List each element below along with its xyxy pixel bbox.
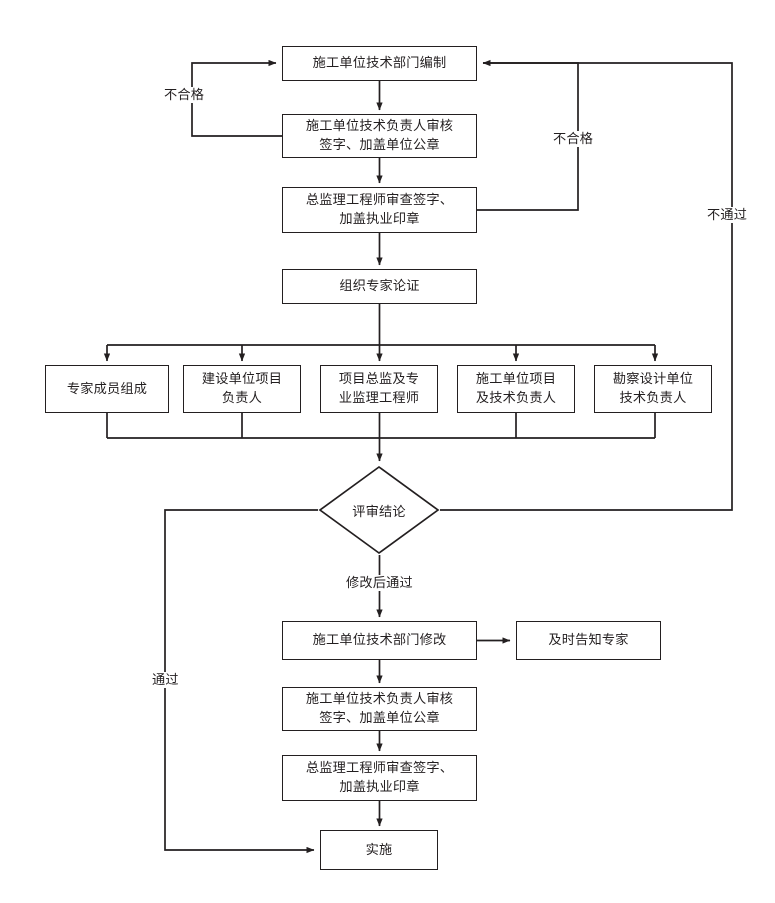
edge-label-unqualified-left: 不合格 <box>162 87 207 103</box>
node-organize-expert-review[interactable]: 组织专家论证 <box>282 269 477 304</box>
node-label: 勘察设计单位 技术负责人 <box>612 371 694 405</box>
node-expert-members-composition[interactable]: 专家成员组成 <box>45 365 169 413</box>
edge-label-not-passed: 不通过 <box>705 207 750 223</box>
node-label: 专家成员组成 <box>66 380 148 396</box>
node-label: 组织专家论证 <box>339 278 420 294</box>
node-label: 施工单位技术负责人审核 签字、加盖单位公章 <box>305 691 454 725</box>
node-label: 项目总监及专 业监理工程师 <box>338 371 420 405</box>
node-chief-supervisor-review-2[interactable]: 总监理工程师审查签字、 加盖执业印章 <box>282 755 477 801</box>
edge-not-passed-loop <box>440 62 733 511</box>
edge-label-unqualified-right: 不合格 <box>551 131 596 147</box>
node-label: 施工单位技术部门修改 <box>312 632 447 648</box>
node-label: 施工单位技术负责人审核 签字、加盖单位公章 <box>305 118 454 152</box>
decision-review-conclusion[interactable]: 评审结论 <box>318 465 440 555</box>
node-contractor-project-tech-lead[interactable]: 施工单位项目 及技术负责人 <box>457 365 575 413</box>
decision-label: 评审结论 <box>352 503 406 519</box>
node-label: 施工单位技术部门编制 <box>312 55 447 71</box>
edge-label-passed-after-revision: 修改后通过 <box>344 575 415 591</box>
node-survey-design-tech-lead[interactable]: 勘察设计单位 技术负责人 <box>594 365 712 413</box>
node-chief-supervisor-review-1[interactable]: 总监理工程师审查签字、 加盖执业印章 <box>282 187 477 233</box>
node-notify-experts-promptly[interactable]: 及时告知专家 <box>516 621 661 660</box>
node-construction-tech-lead-review-2[interactable]: 施工单位技术负责人审核 签字、加盖单位公章 <box>282 687 477 731</box>
node-label: 建设单位项目 负责人 <box>201 371 283 405</box>
node-label: 施工单位项目 及技术负责人 <box>475 371 557 405</box>
node-construction-tech-dept-prepare[interactable]: 施工单位技术部门编制 <box>282 46 477 81</box>
node-label: 及时告知专家 <box>548 632 629 648</box>
node-label: 总监理工程师审查签字、 加盖执业印章 <box>305 192 454 226</box>
node-construction-tech-lead-review-1[interactable]: 施工单位技术负责人审核 签字、加盖单位公章 <box>282 114 477 158</box>
node-construction-tech-dept-revise[interactable]: 施工单位技术部门修改 <box>282 621 477 660</box>
node-label: 总监理工程师审查签字、 加盖执业印章 <box>305 760 454 794</box>
edge-label-passed: 通过 <box>150 672 181 688</box>
node-implement[interactable]: 实施 <box>320 830 438 870</box>
node-owner-project-manager[interactable]: 建设单位项目 负责人 <box>183 365 301 413</box>
node-label: 实施 <box>365 841 393 857</box>
node-project-chief-supervisor[interactable]: 项目总监及专 业监理工程师 <box>320 365 438 413</box>
diamond-shape <box>318 465 440 555</box>
